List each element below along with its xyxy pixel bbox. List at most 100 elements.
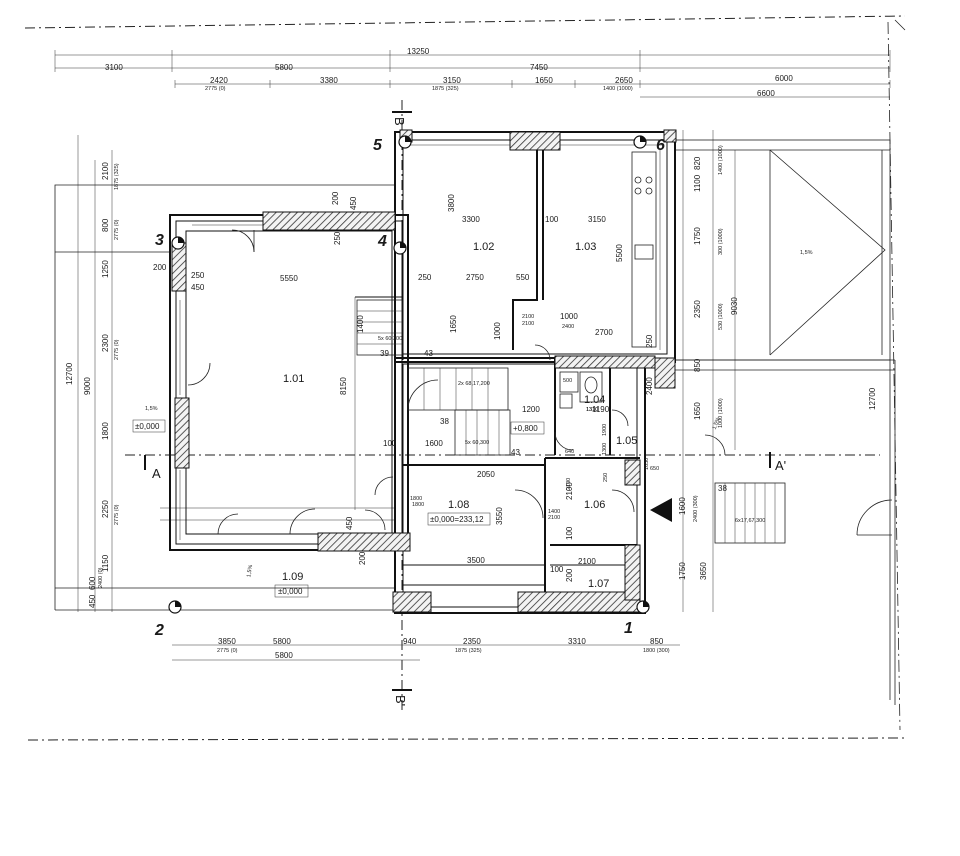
dim-int-10: 1400 [356,315,365,333]
dim-bottom-r2-1: 5800 [275,651,293,660]
dim-left-sub-3: 2775 (0) [114,339,120,360]
room-1-02: 1.02 [473,241,494,253]
stair-note-3: 5x 60,300 [465,440,489,446]
dim-top-2: 5800 [275,63,293,72]
dim-int-2: 3300 [462,215,480,224]
dim-int-55: 1300 [602,443,608,455]
dim-int-47: 39 [380,349,389,358]
dim-int-16: 250 [645,334,654,348]
dim-left-3: 1250 [101,260,110,278]
dim-int-48: 43 [511,448,520,457]
section-line-a [125,452,880,470]
slope-3: 1,5% [712,417,722,431]
dim-right-sub-2: 300 (1000) [718,228,724,255]
level-box-3 [427,512,491,526]
dim-int-3: 100 [545,215,559,224]
dim-int-5: 5500 [615,244,624,262]
section-label-a-prime: A' [775,458,786,473]
bottom-dimension-lines [172,644,680,661]
dim-int-28: 1200 [522,405,540,414]
axis-5: 5 [373,137,383,154]
dim-int-13: 2100 [522,321,534,327]
room-1-08: 1.08 [448,499,469,511]
doors [187,229,726,535]
dim-bottom-sub-1: 2775 (0) [217,648,238,654]
dim-int-25: 100 [383,439,397,448]
bathroom-fixtures [559,371,603,409]
dim-int-41: 1650 [644,458,650,470]
axis-6: 6 [656,137,665,154]
dim-top-r2-2: 3380 [320,76,338,85]
dim-left-1: 2100 [101,162,110,180]
dim-left-6: 2250 [101,500,110,518]
dim-left-sub-5: 2400 (0) [98,567,104,588]
dim-right-4: 2350 [693,300,702,318]
dim-left-2: 800 [101,218,110,232]
dim-left-4: 2300 [101,334,110,352]
dim-int-52: 2100 [566,478,572,490]
dim-left-sub-4: 2775 (0) [114,504,120,525]
dim-int-42: 1800 [412,502,424,508]
dim-left-8: 600 [88,576,97,590]
hatched-walls [171,129,677,613]
room-1-04: 1.04 [584,394,605,406]
dim-int-49: 38 [718,484,727,493]
dim-int-17: 200 [331,191,340,205]
room-1-07: 1.07 [588,578,609,590]
dim-top-sub-1: 2775 (0) [205,86,226,92]
dim-right-5: 850 [693,358,702,372]
dim-int-56: 250 [603,473,609,482]
dim-int-36: 2100 [548,515,560,521]
dim-int-57: 650 [650,466,659,472]
dim-right-3: 1750 [693,227,702,245]
room-1-06: 1.06 [584,499,605,511]
dim-top-4: 6000 [775,74,793,83]
dim-top-r2-6: 6600 [757,89,775,98]
dim-right-1: 820 [693,156,702,170]
dim-top-r2-1: 2420 [210,76,228,85]
dim-int-37: 100 [565,526,574,540]
dim-left-7: 1150 [101,554,110,572]
dim-int-26: 1600 [425,439,443,448]
dim-right-sub-4: 1000 (1000) [718,398,724,428]
dim-top-3: 7450 [530,63,548,72]
dim-int-58: 2100 [522,314,534,320]
dim-right-sub-5: 2400 (300) [693,495,699,522]
dim-right-outer-1: 9030 [730,297,739,315]
dim-int-54: 1900 [602,424,608,436]
dim-int-38: 2100 [578,557,596,566]
level-box-1 [132,419,166,433]
level-box-4 [274,584,309,598]
dim-right-7: 1600 [678,497,687,515]
dim-left-9: 450 [88,594,97,608]
dim-int-14: 2400 [562,324,574,330]
dim-int-46: 43 [424,349,433,358]
dim-int-4: 3150 [588,215,606,224]
dim-int-18: 450 [349,196,358,210]
dim-int-21: 8150 [339,377,348,395]
dim-int-44: 200 [358,551,367,565]
dim-int-33: 3500 [467,556,485,565]
dim-top-r2-4: 1650 [535,76,553,85]
dim-int-9: 1650 [449,315,458,333]
terrace-outline [54,184,395,611]
dim-int-15: 2700 [595,328,613,337]
dim-bottom-4: 2350 [463,637,481,646]
dim-int-30: 2400 [645,377,654,395]
dim-int-50: 500 [563,378,572,384]
dim-int-20: 5550 [280,274,298,283]
dim-int-1: 3800 [447,194,456,212]
dim-top-r2-5: 2650 [615,76,633,85]
level-5: 1310 [586,407,598,413]
dim-right-sub-3: 530 (1000) [718,303,724,330]
stair-note-4: 6x17,67,300 [735,518,765,524]
dim-top-total: 13250 [407,47,430,56]
dim-bottom-sub-3: 1800 (300) [643,648,670,654]
right-dimension-lines [682,130,736,612]
section-label-b: B [392,117,407,126]
top-dimension-lines [54,50,891,98]
room-1-03: 1.03 [575,241,596,253]
dim-int-6: 250 [418,273,432,282]
axis-1: 1 [624,620,633,637]
dim-bottom-1: 3850 [218,637,236,646]
